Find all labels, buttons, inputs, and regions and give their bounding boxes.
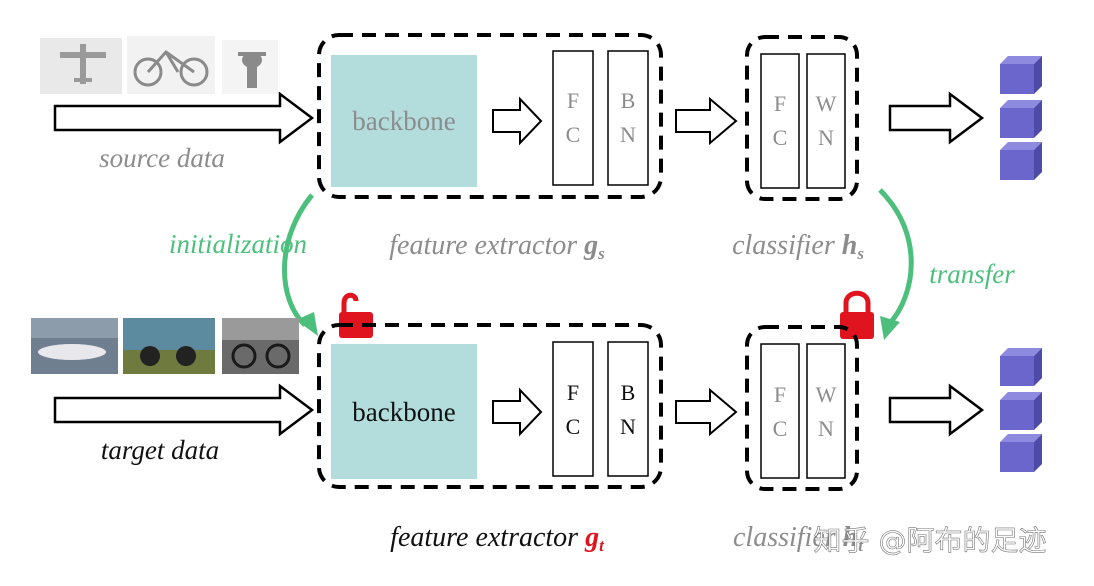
target-classifier-fc-layer bbox=[760, 343, 800, 479]
source-backbone-to-fc-arrow bbox=[492, 96, 543, 146]
target-backbone-block bbox=[331, 344, 477, 479]
source-input-arrow bbox=[53, 91, 315, 145]
airplane-icon bbox=[60, 44, 106, 84]
target-feature-extractor-caption: feature extractor gt bbox=[390, 522, 605, 555]
target-fc-letter-2: C bbox=[566, 414, 581, 439]
target-wn-letter-1: W bbox=[816, 382, 837, 407]
target-classifier-fc-letter-2: C bbox=[773, 416, 788, 441]
target-output-cubes bbox=[1000, 348, 1042, 472]
source-output-cubes bbox=[1000, 56, 1042, 180]
output-cube-icon bbox=[1000, 392, 1042, 430]
output-cube-icon bbox=[1000, 56, 1042, 94]
bicycle-icon bbox=[133, 50, 209, 87]
target-wn-letter-2: N bbox=[818, 416, 834, 441]
target-input-arrow bbox=[53, 383, 315, 437]
locked-padlock-icon bbox=[840, 290, 874, 339]
target-feature-extractor-box bbox=[317, 323, 663, 489]
source-extractor-to-classifier-arrow bbox=[675, 96, 738, 146]
output-cube-icon bbox=[1000, 142, 1042, 180]
source-classifier-box bbox=[745, 35, 859, 201]
source-wn-layer bbox=[806, 53, 846, 189]
target-bn-layer bbox=[607, 341, 649, 477]
source-backbone-block bbox=[331, 55, 477, 187]
target-fc-layer bbox=[552, 341, 594, 477]
target-data-label: target data bbox=[101, 435, 219, 465]
source-output-arrow bbox=[888, 91, 985, 145]
source-backbone-label: backbone bbox=[352, 106, 455, 136]
output-cube-icon bbox=[1000, 348, 1042, 386]
source-classifier-fc-letter-2: C bbox=[773, 125, 788, 150]
source-classifier-fc-letter-1: F bbox=[774, 91, 786, 116]
transfer-label: transfer bbox=[929, 259, 1015, 289]
source-thumbnails bbox=[40, 36, 278, 94]
initialization-arrow bbox=[282, 193, 318, 336]
source-fc-letter-1: F bbox=[567, 88, 579, 113]
target-backbone-to-fc-arrow bbox=[492, 387, 543, 437]
source-data-label: source data bbox=[99, 143, 225, 173]
source-fc-letter-2: C bbox=[566, 122, 581, 147]
target-wn-layer bbox=[806, 343, 846, 479]
target-thumbnails bbox=[31, 318, 299, 374]
transfer-arrow bbox=[878, 188, 914, 340]
target-extractor-to-classifier-arrow bbox=[675, 387, 738, 437]
source-classifier-fc-layer bbox=[760, 53, 800, 189]
source-bn-letter-1: B bbox=[621, 88, 636, 113]
target-bn-letter-1: B bbox=[621, 380, 636, 405]
source-fc-layer bbox=[552, 50, 594, 186]
source-bn-layer bbox=[607, 50, 649, 186]
target-fc-letter-1: F bbox=[567, 380, 579, 405]
target-output-arrow bbox=[888, 383, 985, 437]
source-classifier-caption: classifier hs bbox=[732, 230, 864, 263]
bicycle-thumbnail bbox=[127, 36, 215, 94]
source-feature-extractor-box bbox=[317, 33, 663, 199]
motorbike-icon bbox=[238, 52, 266, 88]
output-cube-icon bbox=[1000, 100, 1042, 138]
unlocked-padlock-icon bbox=[339, 292, 373, 338]
target-classifier-fc-letter-1: F bbox=[774, 382, 786, 407]
source-feature-extractor-caption: feature extractor gs bbox=[389, 230, 605, 263]
watermark-text: 知乎 @阿布的足迹 bbox=[814, 524, 1047, 557]
target-bn-letter-2: N bbox=[620, 414, 636, 439]
source-wn-letter-1: W bbox=[816, 91, 837, 116]
source-wn-letter-2: N bbox=[818, 125, 834, 150]
target-classifier-caption: classifier ht bbox=[733, 522, 864, 555]
target-classifier-box bbox=[745, 325, 859, 491]
initialization-label: initialization bbox=[169, 229, 307, 259]
source-bn-letter-2: N bbox=[620, 122, 636, 147]
output-cube-icon bbox=[1000, 434, 1042, 472]
target-backbone-label: backbone bbox=[352, 397, 455, 427]
